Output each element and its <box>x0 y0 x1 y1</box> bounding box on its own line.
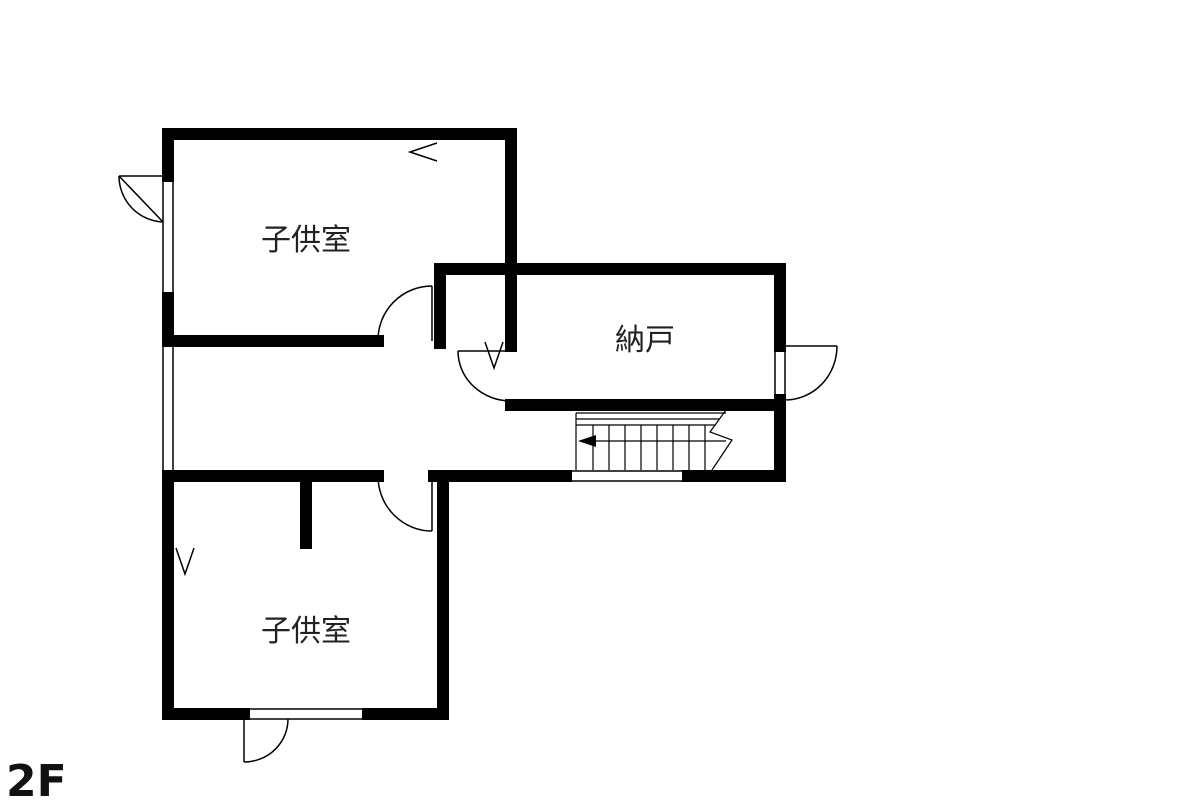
window-storage-east <box>774 346 786 400</box>
windows <box>162 176 786 720</box>
room-label-south-child: 子供室 <box>261 614 351 649</box>
door-south-room <box>377 475 433 532</box>
door-south-room-balcony <box>243 718 289 763</box>
door-north-room-balcony <box>118 175 164 223</box>
window-north-room-west <box>162 176 174 298</box>
room-label-north-child: 子供室 <box>261 223 351 258</box>
doors <box>118 175 838 763</box>
window-south-room-south <box>244 708 368 720</box>
closet-marker-north-room <box>407 142 438 162</box>
stair-arrow-head <box>578 435 596 447</box>
walls <box>162 128 786 720</box>
closet-marker-storage <box>484 341 504 371</box>
window-stair-south <box>566 470 688 482</box>
floor-label: 2F <box>6 756 67 807</box>
door-storage <box>457 350 512 402</box>
stairs <box>575 409 733 471</box>
closet-markers <box>175 142 504 577</box>
window-hall-west <box>162 346 174 470</box>
closet-marker-south-room <box>175 547 195 577</box>
door-storage-east <box>784 345 838 401</box>
door-north-room <box>377 285 433 342</box>
room-label-storage: 納戸 <box>615 323 675 358</box>
